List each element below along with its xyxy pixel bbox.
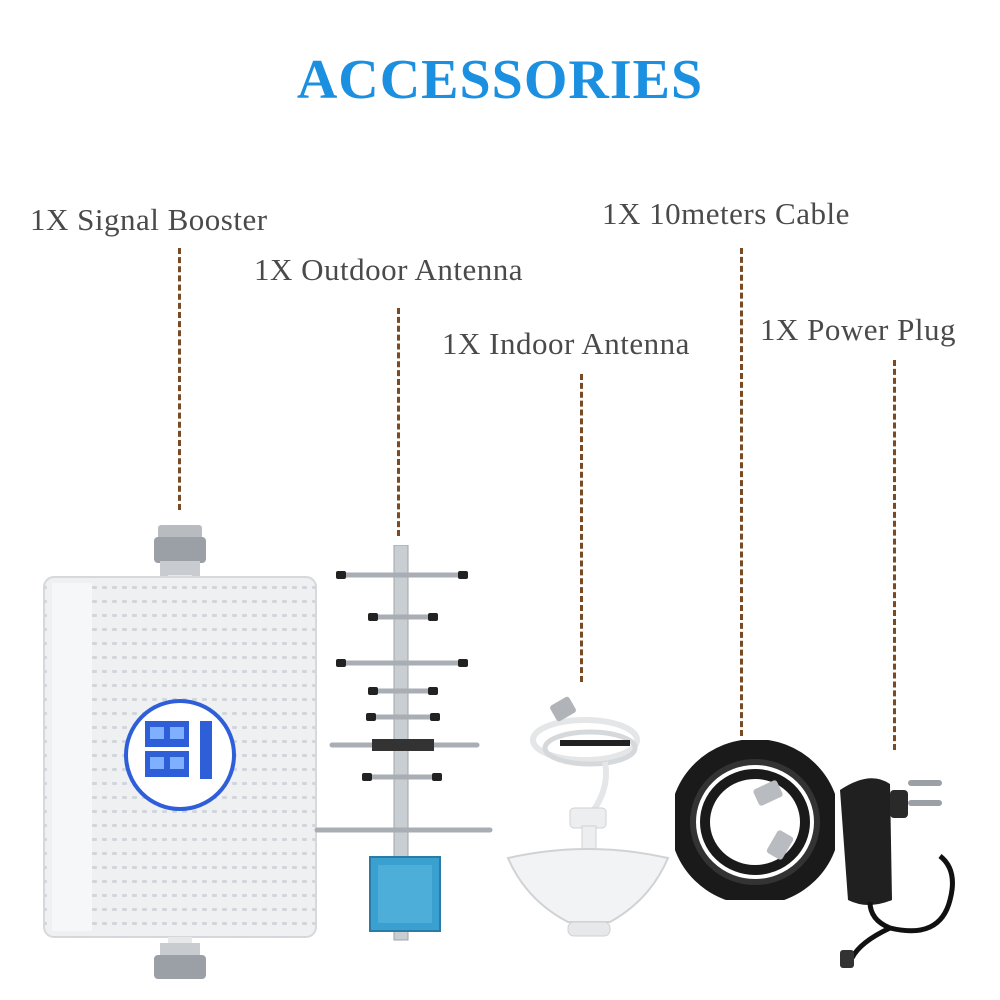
leader-indoor-antenna [580,374,583,682]
leader-outdoor-antenna [397,308,400,536]
label-power-plug: 1X Power Plug [760,312,956,347]
power-plug-image [830,760,990,970]
label-outdoor-antenna: 1X Outdoor Antenna [254,252,524,287]
coaxial-cable-image [675,740,835,900]
indoor-antenna-image [500,690,675,980]
page-title: ACCESSORIES [296,49,704,111]
label-indoor-antenna: 1X Indoor Antenna [442,326,690,361]
outdoor-antenna-image [312,545,497,945]
leader-signal-booster [178,248,181,510]
leader-cable [740,248,743,736]
signal-booster-image [40,525,325,985]
label-signal-booster: 1X Signal Booster [30,202,268,237]
brand-badge-icon [124,699,236,811]
leader-power-plug [893,360,896,750]
label-cable: 1X 10meters Cable [602,196,850,231]
